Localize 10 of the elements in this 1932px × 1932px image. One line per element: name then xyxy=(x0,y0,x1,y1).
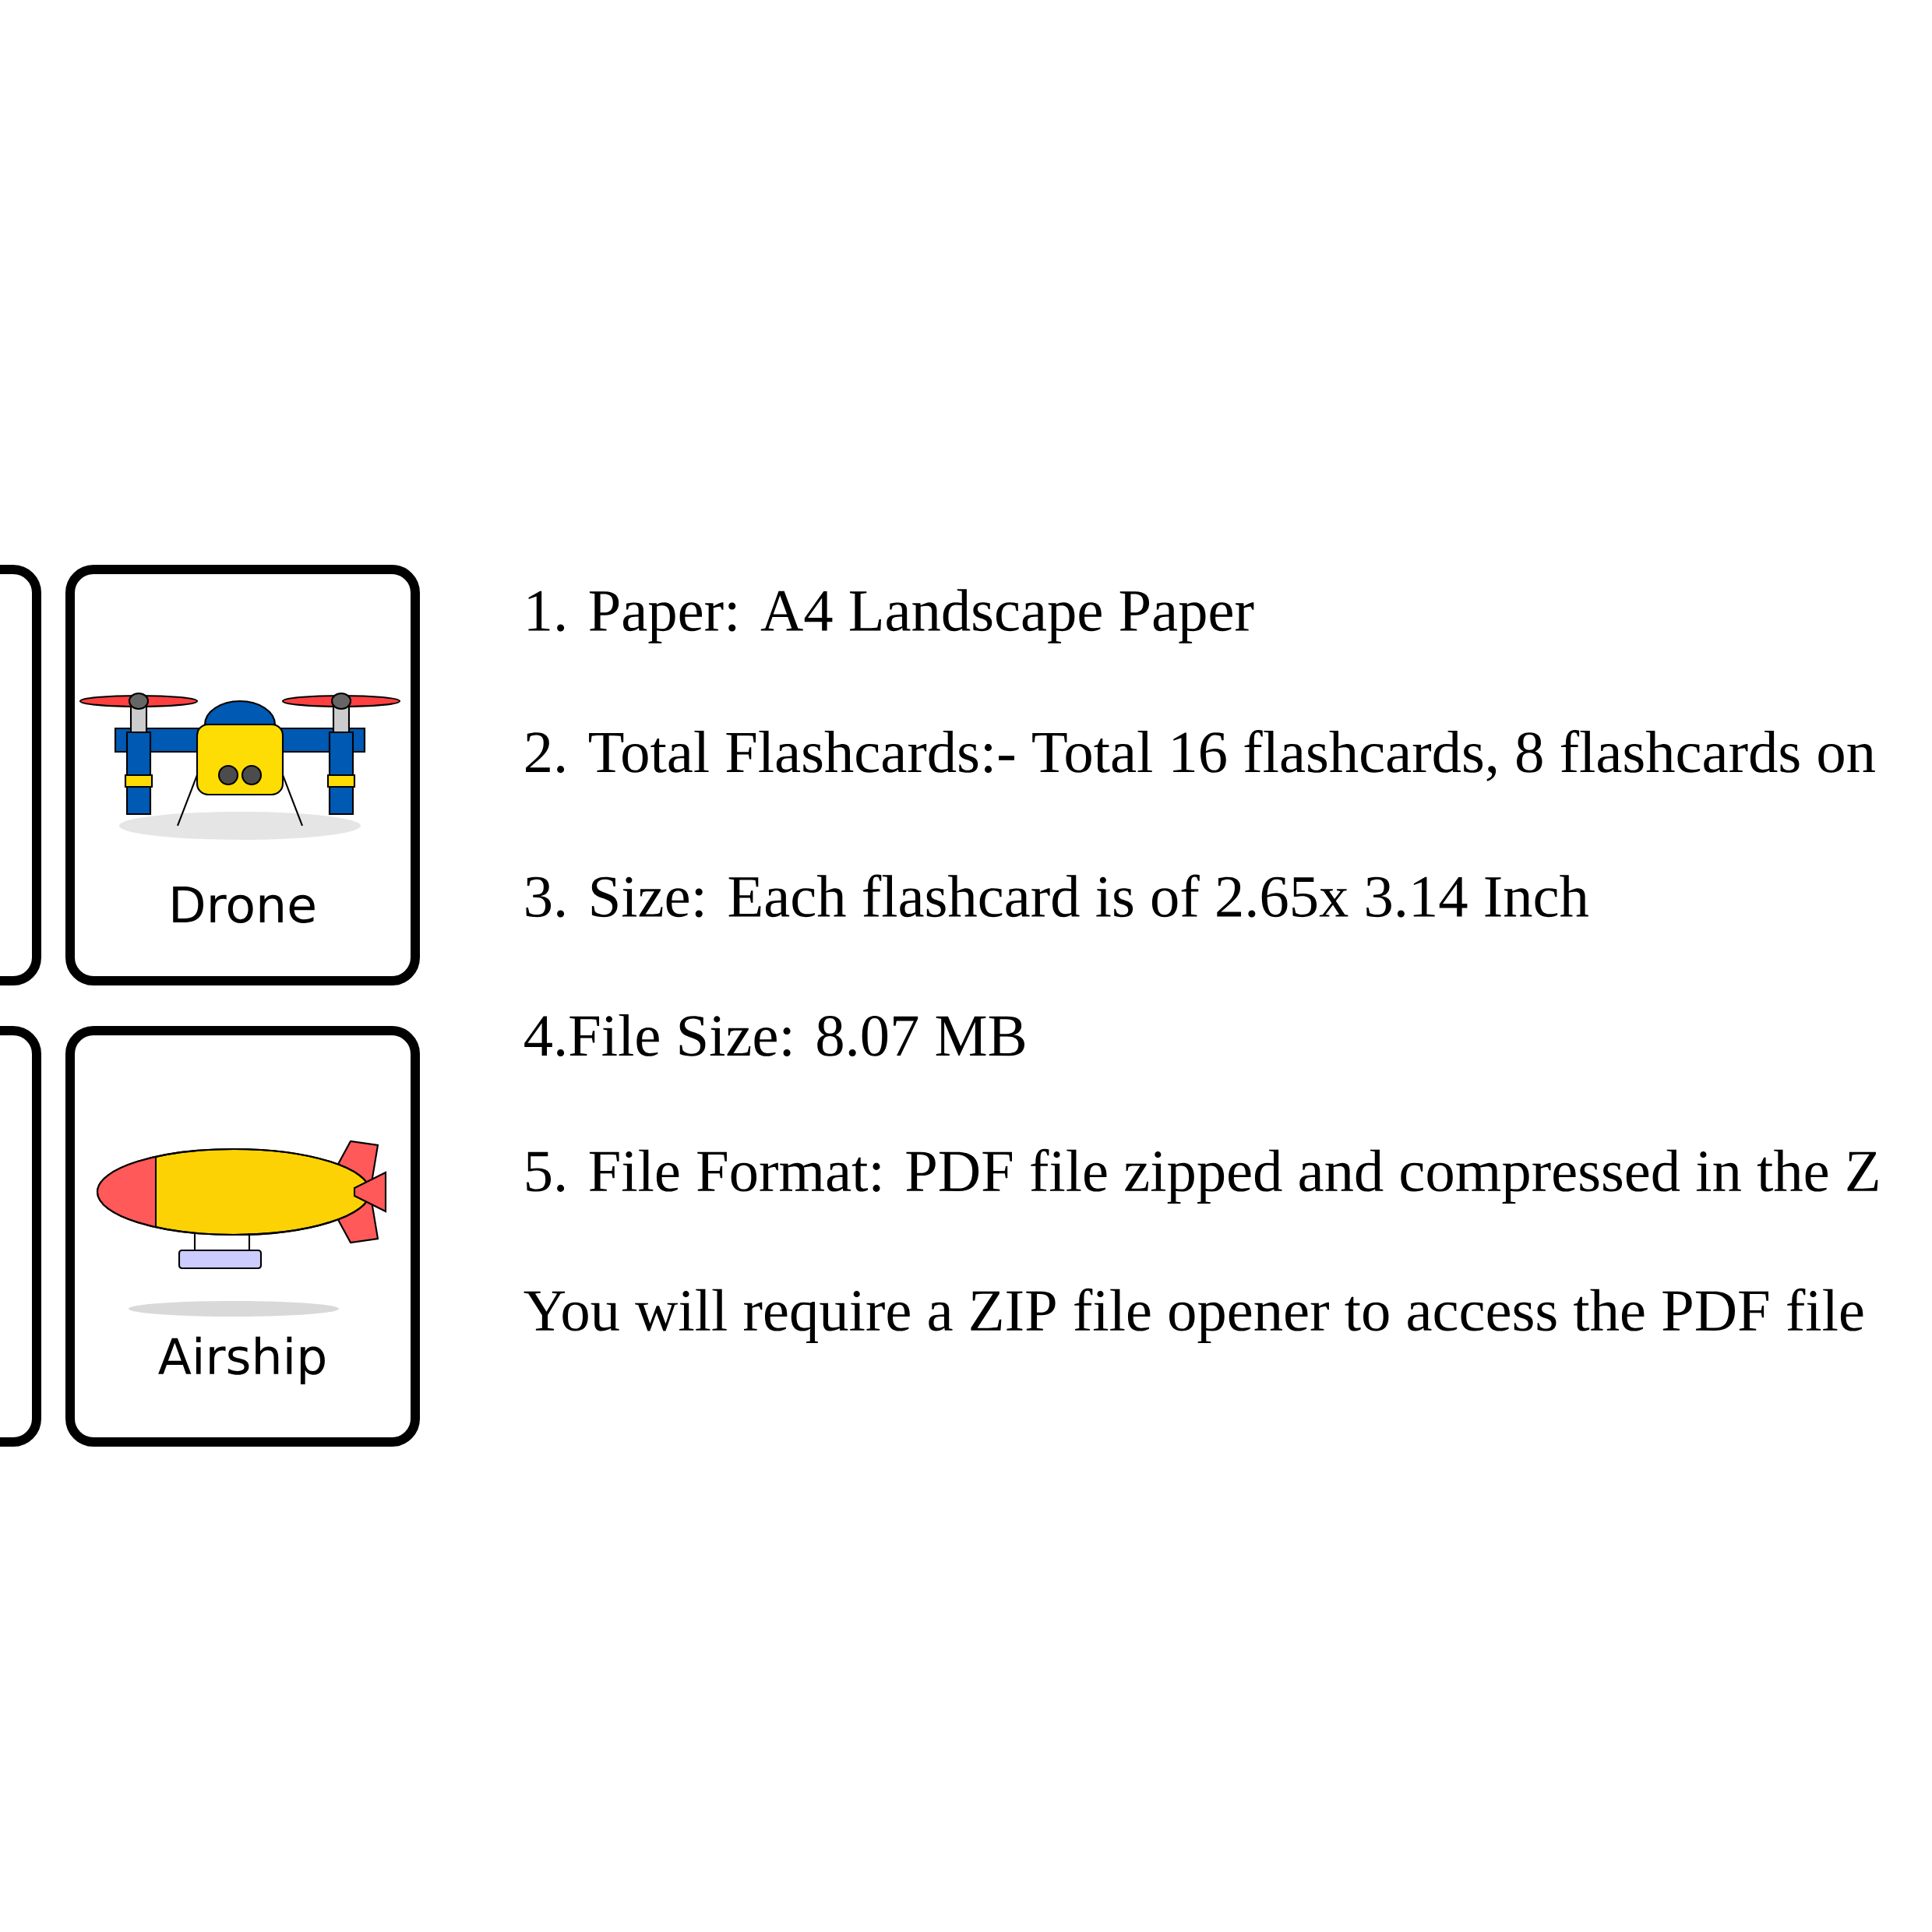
flashcard: Airship xyxy=(65,1026,420,1447)
spec-line: 2. Total Flashcards:- Total 16 flashcards, 8 flashcards on xyxy=(526,730,1875,781)
spec-line: You will require a ZIP file opener to access the PDF file xyxy=(524,1288,1863,1344)
flashcard: Drone xyxy=(65,564,420,985)
spec-line: 5. File Format: PDF file zipped and compressed in the Z xyxy=(527,1148,1878,1204)
flashcard xyxy=(0,564,41,985)
spec-line: 1. Paper: A4 Landscape Paper xyxy=(528,589,1254,643)
spec-line: 3. Size: Each flashcard is of 2.65x 3.14 Inch xyxy=(526,874,1588,918)
flashcard xyxy=(0,1026,41,1447)
spec-line: 4.File Size: 8.07 MB xyxy=(524,1014,1024,1057)
